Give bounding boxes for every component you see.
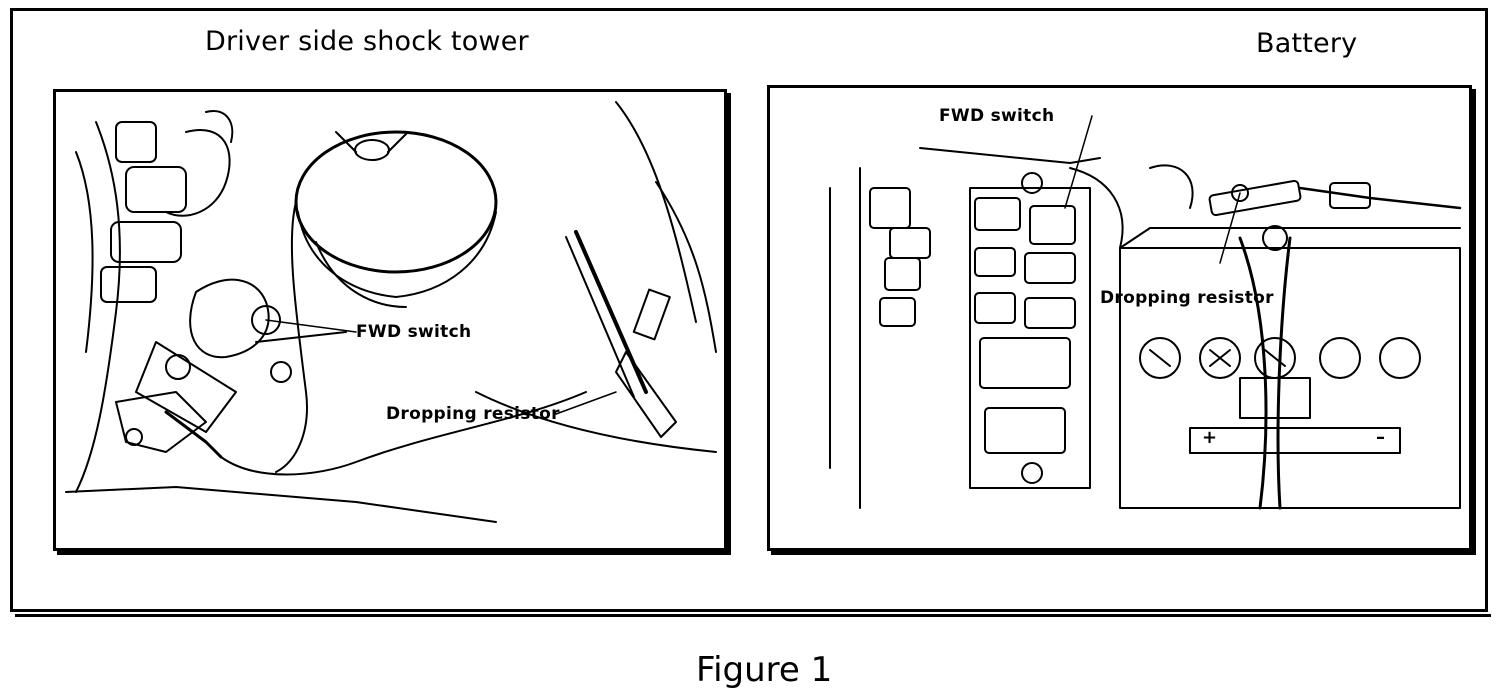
fwd-switch-callout-left: FWD switch	[356, 322, 472, 342]
figure-caption: Figure 1	[696, 650, 833, 690]
battery-positive-label: +	[1202, 427, 1218, 448]
battery-drawing	[829, 115, 1462, 510]
left-panel-heading: Driver side shock tower	[205, 26, 529, 57]
dropping-resistor-callout-right: Dropping resistor	[1100, 288, 1274, 308]
right-panel-heading: Battery	[1256, 28, 1358, 59]
dropping-resistor-callout-left: Dropping resistor	[386, 404, 560, 424]
shock-tower-illustration: FWD switch Dropping resistor	[53, 89, 727, 551]
figure-frame	[10, 8, 1491, 617]
shock-tower-drawing	[65, 101, 717, 523]
battery-negative-label: –	[1376, 427, 1386, 448]
fwd-switch-callout-right: FWD switch	[939, 106, 1055, 126]
battery-illustration: FWD switch Dropping resistor + –	[767, 85, 1472, 551]
